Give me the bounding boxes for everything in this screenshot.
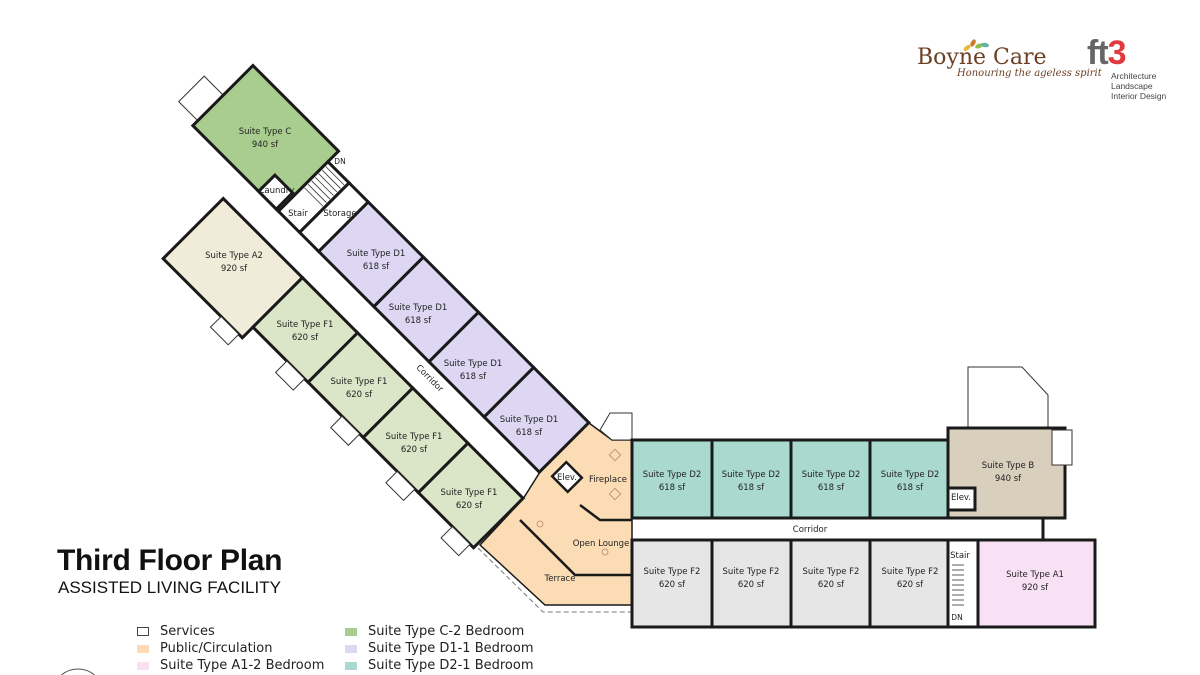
room-name: Suite Type D2 [802,470,861,480]
elev-label: Elev. [951,493,971,503]
storage-label: Storage [323,209,356,219]
room-name: Suite Type D1 [444,359,503,369]
room-name: Suite Type D1 [389,303,448,313]
brand-tagline: Honouring the ageless spirit [957,68,1102,79]
laundry-room [256,173,295,212]
suite-d2[interactable] [630,438,714,520]
suite-d2[interactable] [789,438,872,520]
dn-label: DN [951,613,962,622]
right-wing [630,426,1097,629]
ft3-mark: ft3 [1087,34,1127,72]
fireplace-label: Fireplace [589,475,627,485]
room-area: 618 sf [460,372,487,382]
room-area: 618 sf [405,316,432,326]
suite-f1[interactable] [416,441,526,550]
room-area: 920 sf [1022,583,1049,593]
boyne-care-logo: Boyne Care Honouring the ageless spirit [917,45,1102,79]
room-area: 620 sf [738,580,765,590]
room-name: Suite Type D2 [722,470,781,480]
suite-a1[interactable] [976,538,1097,629]
firm-line: Landscape [1111,81,1153,91]
brand-name: Boyne Care [917,45,1047,70]
legend-label: Suite Type A1-2 Bedroom [160,658,325,673]
legend-item: Suite Type D1-1 Bedroom [345,641,534,656]
room-area: 940 sf [995,474,1022,484]
terrace-label: Terrace [544,574,576,584]
room-name: Suite Type D1 [347,249,406,259]
legend-item: Suite Type A1-2 Bedroom [137,658,324,673]
page-title: Third Floor Plan [57,544,283,577]
room-area: 620 sf [401,445,428,455]
room-area: 620 sf [456,501,483,511]
suite-f2[interactable] [710,538,793,629]
room-name: Suite Type C [239,127,292,137]
elevator [550,460,584,494]
d1-swatch [345,644,357,653]
legend-label: Suite Type D1-1 Bedroom [368,641,534,656]
room-name: Suite Type F1 [441,488,498,498]
public-swatch [137,644,149,653]
room-name: Suite Type B [982,461,1035,471]
suite-d2[interactable] [868,438,950,520]
room-area: 940 sf [252,140,279,150]
room-name: Suite Type A2 [205,251,263,261]
room-name: Suite Type F2 [723,567,780,577]
room-name: Suite Type A1 [1006,570,1064,580]
room-area: 618 sf [738,483,765,493]
stair-label: Stair [950,551,970,561]
room-area: 920 sf [221,264,248,274]
room-area: 620 sf [292,333,319,343]
firm-line: Interior Design [1111,91,1167,101]
room-area: 618 sf [659,483,686,493]
corridor-label: Corridor [793,525,828,535]
ft3-logo: ft3 Architecture Landscape Interior Desi… [1087,34,1166,101]
suite-f2[interactable] [868,538,950,629]
room-area: 620 sf [897,580,924,590]
room-area: 618 sf [818,483,845,493]
legend-label: Suite Type C-2 Bedroom [368,624,525,639]
c-swatch [345,627,357,636]
d2-swatch [345,661,357,670]
elev-label: Elev. [557,473,577,483]
legend-item: Services [137,624,215,639]
room-area: 618 sf [363,262,390,272]
room-name: Suite Type D2 [643,470,702,480]
legend-label: Services [160,624,215,639]
legend-item: Suite Type D2-1 Bedroom [345,658,534,673]
room-area: 620 sf [818,580,845,590]
elevator-right [946,486,977,512]
room-name: Suite Type D1 [500,415,559,425]
furniture [536,448,622,556]
room-name: Suite Type F2 [803,567,860,577]
room-name: Suite Type F1 [331,377,388,387]
room-area: 620 sf [346,390,373,400]
legend-item: Suite Type C-2 Bedroom [345,624,524,639]
laundry-label: Laundry [260,186,295,196]
room-area: 618 sf [516,428,543,438]
firm-line: Architecture [1111,71,1157,81]
room-name: Suite Type D2 [881,470,940,480]
services-swatch [137,627,149,636]
room-area: 620 sf [659,580,686,590]
room-name: Suite Type F1 [277,320,334,330]
page-subtitle: ASSISTED LIVING FACILITY [58,578,281,597]
stair-label: Stair [288,209,308,219]
room-name: Suite Type F1 [386,432,443,442]
room-name: Suite Type F2 [644,567,701,577]
suite-f2[interactable] [789,538,872,629]
room-area: 618 sf [897,483,924,493]
room-name: Suite Type F2 [882,567,939,577]
leaf-icon [963,39,989,52]
legend-item: Public/Circulation [137,641,272,656]
legend-label: Public/Circulation [160,641,273,656]
dn-label: DN [334,157,345,166]
suite-d1[interactable] [482,365,591,475]
a1-swatch [137,661,149,670]
open-lounge-label: Open Lounge [573,539,630,549]
north-arrow-icon [61,668,95,675]
legend-label: Suite Type D2-1 Bedroom [368,658,534,673]
